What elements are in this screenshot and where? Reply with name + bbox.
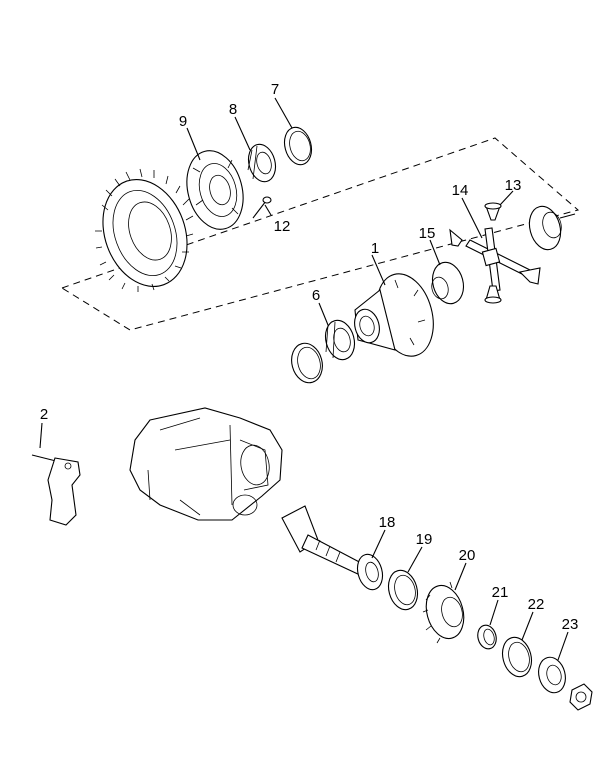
callout-9: 9 [179, 113, 187, 130]
side-gear [431, 261, 465, 305]
cup-19 [387, 569, 419, 611]
bearing-18 [356, 553, 384, 591]
callout-20: 20 [459, 547, 476, 564]
bearing-23 [538, 656, 566, 694]
callout-6: 6 [312, 287, 320, 304]
bolt [252, 196, 272, 219]
spacer-21 [477, 624, 497, 650]
side-gear-right [528, 205, 576, 251]
callout-1: 1 [371, 240, 379, 257]
callout-21: 21 [492, 584, 509, 601]
callout-18: 18 [379, 514, 396, 531]
bearing-6 [324, 319, 356, 361]
ring-gear [95, 168, 194, 292]
assembly-boundary [60, 137, 580, 331]
callout-19: 19 [416, 531, 433, 548]
bearing-cone [247, 143, 277, 183]
case-half [186, 150, 244, 230]
differential-case [354, 273, 434, 357]
bearing-6-cup [291, 342, 323, 384]
leader-lines [39, 97, 569, 661]
callout-14: 14 [452, 182, 469, 199]
drive-pinion [281, 505, 366, 576]
carrier-housing [129, 407, 283, 521]
callout-13: 13 [505, 177, 522, 194]
bracket [31, 454, 81, 526]
callout-8: 8 [229, 101, 237, 118]
cup-22 [501, 636, 533, 678]
gear-20 [422, 581, 465, 644]
callout-22: 22 [528, 596, 545, 613]
callout-2: 2 [40, 406, 48, 423]
callout-15: 15 [419, 225, 436, 242]
spider-cross [465, 227, 531, 292]
pinion-nut [569, 683, 593, 711]
callout-23: 23 [562, 616, 579, 633]
pinion-gears [449, 202, 541, 304]
callout-7: 7 [271, 81, 279, 98]
callout-12: 12 [274, 218, 291, 235]
bearing-cup [283, 126, 313, 166]
